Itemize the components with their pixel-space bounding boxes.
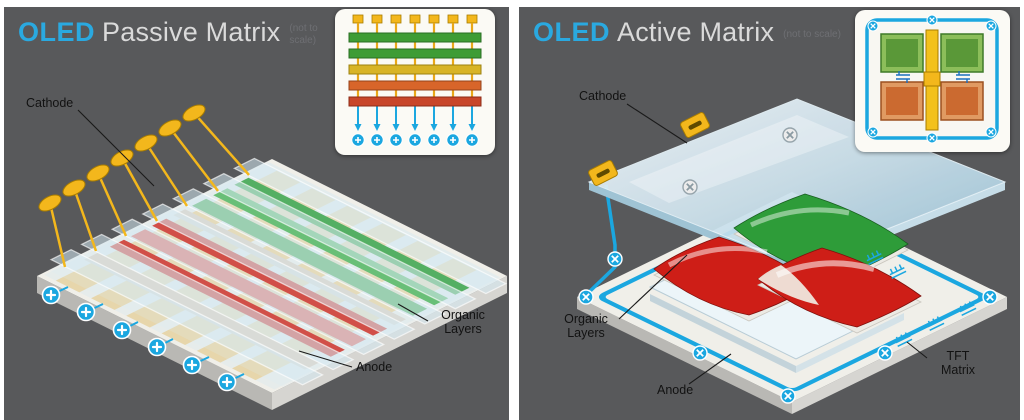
row-bars (348, 32, 482, 107)
organic-leader-line (397, 303, 429, 322)
subpixel-green-inner (946, 39, 978, 67)
label-organic-line1: Organic (441, 308, 485, 322)
plus-contact-icon (217, 372, 237, 392)
subpixel-orange-inner (946, 87, 978, 115)
sheet-highlight (749, 207, 850, 228)
subpixel-green-inner (886, 39, 918, 67)
subpixel-orange-inner (886, 87, 918, 115)
label-organic-line2: Layers (444, 322, 482, 337)
label-cathode: Cathode (579, 89, 627, 103)
organic-strip-silver (84, 252, 319, 370)
panel-title: Active Matrix (617, 17, 775, 47)
scale-note: (not to scale) (289, 23, 318, 46)
x-contact-icon (982, 289, 998, 305)
leader-lines (618, 103, 928, 385)
label-tft-matrix: TFT Matrix (929, 349, 987, 378)
center-connector (923, 71, 941, 87)
organic-leader-line (618, 254, 688, 320)
x-contact-icon (682, 179, 698, 195)
label-tft-line2: Matrix (940, 363, 976, 378)
anode-leader-line (688, 353, 732, 385)
label-organic-layers: Organic Layers (430, 308, 496, 337)
substrate-sides (577, 297, 1007, 414)
plus-contact-icon (112, 320, 132, 340)
x-contact-icon (985, 126, 997, 138)
organic-sheet-red-lower (757, 247, 922, 334)
row-bar-green (348, 48, 482, 59)
x-contact-icon (877, 345, 893, 361)
anode-plate-side (796, 313, 904, 373)
cathode-connector-icon (179, 101, 209, 125)
active-matrix-pixel-schematic-icon (865, 14, 999, 144)
x-contact-icon (578, 289, 594, 305)
row-bar-yellow (348, 64, 482, 75)
label-cathode: Cathode (26, 96, 74, 110)
label-organic-line1: Organic (564, 312, 608, 326)
circuit-trace (584, 184, 617, 297)
plus-contact-icon (182, 355, 202, 375)
cathode-leader-line (77, 109, 155, 187)
label-anode: Anode (657, 383, 694, 397)
cathode-strips (49, 157, 508, 386)
label-anode: Anode (356, 360, 393, 374)
x-contact-icon (867, 126, 879, 138)
anode-leader-line (298, 350, 353, 368)
x-contact-icon (692, 345, 708, 361)
cathode-connector-icon (35, 191, 65, 215)
substrate-side-right (792, 297, 1007, 414)
cathode-connector-icon (107, 146, 137, 170)
cathode-strip (141, 203, 416, 340)
tft-leader-line (906, 341, 928, 359)
active-matrix-inset (855, 10, 1010, 152)
passive-matrix-diagram (35, 101, 508, 410)
plus-contact-icon (41, 285, 61, 305)
label-tft-line1: TFT (946, 349, 970, 363)
x-contact-icon (926, 14, 938, 26)
row-bar-orange (348, 80, 482, 91)
x-contact-icon (926, 132, 938, 144)
organic-strip-green (234, 177, 470, 295)
sheet-highlight (775, 260, 875, 278)
leader-lines (77, 109, 429, 368)
plus-contact-icon (76, 302, 96, 322)
substrate-side-right (272, 276, 507, 410)
cathode-connector-icon (59, 176, 89, 200)
oled-brand: OLED (533, 17, 611, 47)
label-organic-layers: Organic Layers (553, 312, 619, 341)
anode-plate-side (650, 294, 796, 373)
cathode-wires (48, 112, 250, 268)
cathode-strip (232, 157, 508, 295)
cathode-connector-icon (155, 116, 185, 140)
cathode-connector-icon (131, 131, 161, 155)
x-contact-icon (985, 20, 997, 32)
passive-matrix-inset (335, 9, 495, 155)
cathode-connector-icon (83, 161, 113, 185)
row-bar-red (348, 96, 482, 107)
subpixels (880, 33, 984, 121)
sheet-highlight (667, 246, 768, 268)
substrate-side-left (577, 297, 792, 414)
cathode-leader-line (626, 103, 688, 144)
panel-title: Passive Matrix (102, 17, 281, 47)
oled-brand: OLED (18, 17, 96, 47)
sheet-white-curl (758, 265, 819, 305)
plus-contact-icon (147, 337, 167, 357)
x-contact-icon (607, 251, 623, 267)
cathode-strip (171, 188, 447, 325)
scale-note: (not to scale) (783, 29, 841, 40)
cathode-connector-tab-icon (679, 111, 711, 139)
row-bar-green (348, 32, 482, 43)
cathode-strip (202, 172, 477, 310)
label-organic-line2: Layers (567, 326, 605, 341)
x-contact-icon (867, 20, 879, 32)
board-layers (37, 157, 508, 393)
cathode-strip (110, 218, 386, 356)
x-contact-icon (782, 127, 798, 143)
x-contact-icon (780, 388, 796, 404)
passive-matrix-grid-schematic-icon (348, 13, 482, 148)
